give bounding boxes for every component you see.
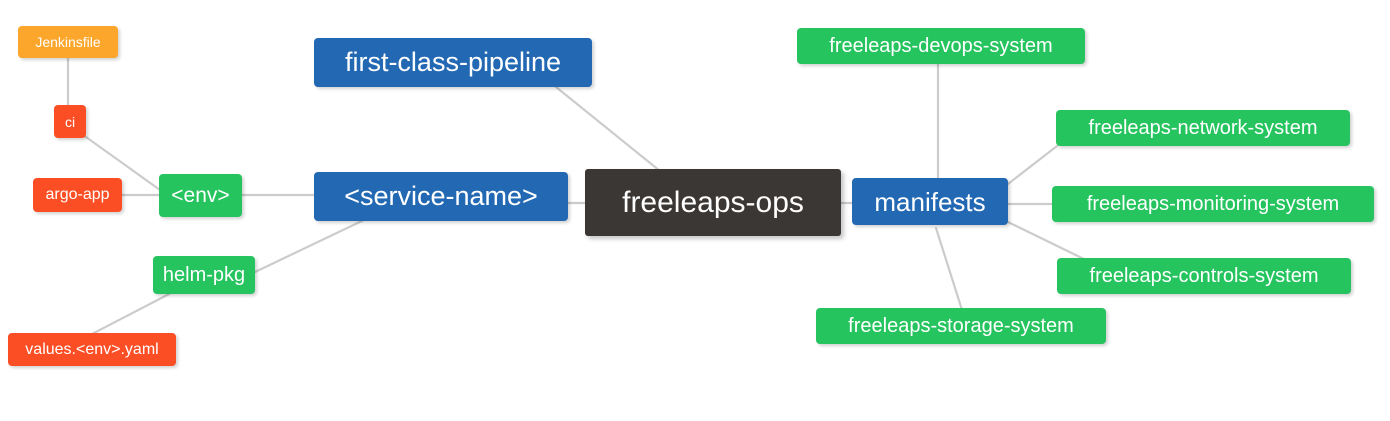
node-label: argo-app <box>45 186 110 203</box>
node-label: <service-name> <box>344 181 538 211</box>
edge-manifests-storagesystem <box>934 226 964 312</box>
node-values-yaml[interactable]: values.<env>.yaml <box>8 333 176 366</box>
node-env[interactable]: <env> <box>159 174 242 217</box>
edge-helmpkg-valuesyaml <box>90 291 173 336</box>
node-freeleaps-storage-system[interactable]: freeleaps-storage-system <box>816 308 1106 344</box>
node-label: <env> <box>171 184 230 207</box>
node-label: freeleaps-monitoring-system <box>1086 193 1340 215</box>
node-manifests[interactable]: manifests <box>852 178 1008 225</box>
node-label: freeleaps-storage-system <box>848 315 1074 337</box>
node-root-freeleaps-ops[interactable]: freeleaps-ops <box>585 169 841 236</box>
node-label: ci <box>64 113 76 130</box>
node-label: freeleaps-devops-system <box>829 35 1053 57</box>
node-label: first-class-pipeline <box>344 47 562 77</box>
node-service-name[interactable]: <service-name> <box>314 172 568 221</box>
node-label: Jenkinsfile <box>35 34 101 50</box>
edge-manifests-controlssystem <box>1006 220 1092 264</box>
node-helm-pkg[interactable]: helm-pkg <box>153 256 255 294</box>
node-jenkinsfile[interactable]: Jenkinsfile <box>18 26 118 58</box>
node-label: values.<env>.yaml <box>25 340 159 358</box>
edge-servicename-helmpkg <box>253 217 368 274</box>
node-first-class-pipeline[interactable]: first-class-pipeline <box>314 38 592 87</box>
node-ci[interactable]: ci <box>54 105 86 138</box>
node-label: freeleaps-ops <box>622 185 804 219</box>
node-freeleaps-monitoring-system[interactable]: freeleaps-monitoring-system <box>1052 186 1374 222</box>
node-argo-app[interactable]: argo-app <box>33 178 122 212</box>
node-freeleaps-controls-system[interactable]: freeleaps-controls-system <box>1057 258 1351 294</box>
node-freeleaps-devops-system[interactable]: freeleaps-devops-system <box>797 28 1085 64</box>
node-label: freeleaps-controls-system <box>1089 265 1319 287</box>
node-label: manifests <box>874 186 986 217</box>
edge-firstclasspipeline-root <box>554 85 662 173</box>
node-label: freeleaps-network-system <box>1088 117 1318 139</box>
node-freeleaps-network-system[interactable]: freeleaps-network-system <box>1056 110 1350 146</box>
node-label: helm-pkg <box>162 264 246 286</box>
edge-manifests-networksystem <box>1006 144 1059 186</box>
